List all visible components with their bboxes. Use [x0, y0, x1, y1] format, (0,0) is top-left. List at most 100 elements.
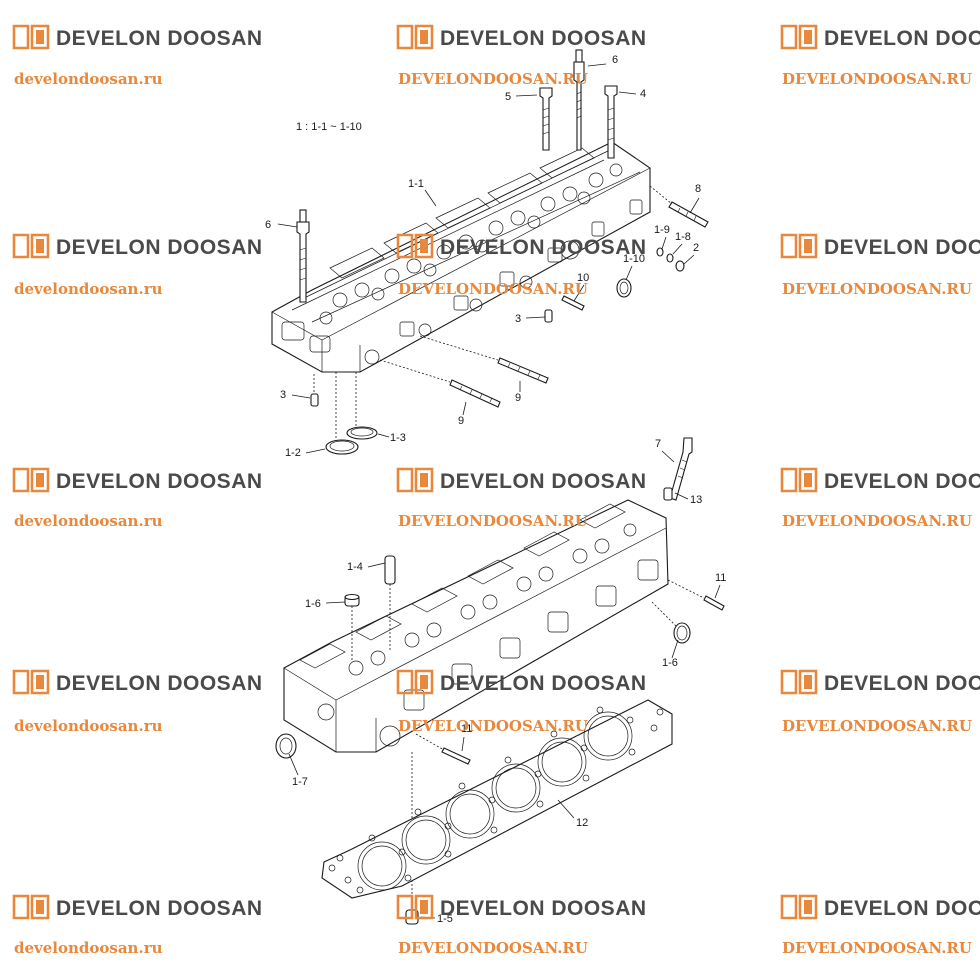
watermark-brand: DEVELON DOOSAN: [824, 27, 980, 50]
watermark-brand: DEVELON DOOSAN: [56, 672, 263, 695]
callout-leader: [674, 492, 689, 500]
watermark-brand: DEVELON DOOSAN: [56, 897, 263, 920]
callout-leader: [462, 401, 467, 416]
callout-leader: [461, 736, 465, 752]
watermark-tile: DEVELON DOOSAN develondoosan.ru: [12, 669, 263, 735]
callout-label: 9: [515, 392, 521, 404]
callout-label: 1-6: [305, 598, 321, 610]
callout-leader: [672, 243, 683, 255]
watermark-tile: DEVELON DOOSAN DEVELONDOOSAN.RU: [780, 24, 980, 88]
head-gasket: [321, 699, 673, 899]
callout-label: 1-10: [623, 253, 645, 265]
callout-leader: [515, 94, 538, 97]
develon-logo-icon: [12, 894, 50, 920]
callout-label: 1-6: [662, 657, 678, 669]
watermark-tile: DEVELON DOOSAN DEVELONDOOSAN.RU: [396, 467, 647, 530]
watermark-tile: DEVELON DOOSAN develondoosan.ru: [12, 894, 263, 957]
develon-logo-icon: [396, 24, 434, 50]
watermark-brand: DEVELON DOOSAN: [440, 897, 647, 920]
callout-leader: [661, 450, 675, 463]
watermark-url: DEVELONDOOSAN.RU: [398, 70, 588, 88]
watermark-brand: DEVELON DOOSAN: [440, 470, 647, 493]
callout-leader: [377, 433, 390, 438]
watermark-url: DEVELONDOOSAN.RU: [782, 512, 972, 530]
watermark-url: DEVELONDOOSAN.RU: [398, 512, 588, 530]
watermark-brand: DEVELON DOOSAN: [440, 236, 647, 259]
watermark-tile: DEVELON DOOSAN DEVELONDOOSAN.RU: [396, 24, 647, 88]
watermark-url: DEVELONDOOSAN.RU: [782, 939, 972, 957]
develon-logo-icon: [396, 233, 434, 259]
watermark-url: DEVELONDOOSAN.RU: [398, 280, 588, 298]
develon-logo-icon: [780, 894, 818, 920]
callout-leader: [525, 316, 546, 319]
watermark-brand: DEVELON DOOSAN: [56, 470, 263, 493]
callout-label: 1-8: [675, 231, 691, 243]
callout-label: 1-4: [347, 561, 363, 573]
callout-leader: [689, 197, 700, 214]
callout-label: 13: [690, 494, 702, 506]
watermark-brand: DEVELON DOOSAN: [56, 27, 263, 50]
watermark-url: DEVELONDOOSAN.RU: [782, 717, 972, 735]
callout-leader: [305, 448, 326, 454]
callout-leader: [557, 799, 575, 819]
upper-cylinder-head: 1 : 1-1 ~ 1-10: [271, 49, 709, 455]
callout-leader: [573, 284, 585, 302]
callout-label: 4: [640, 88, 646, 100]
develon-logo-icon: [12, 24, 50, 50]
develon-logo-icon: [396, 669, 434, 695]
develon-logo-icon: [780, 24, 818, 50]
watermark-url: develondoosan.ru: [14, 939, 163, 957]
callout-label: 11: [461, 723, 472, 735]
callout-leader: [661, 236, 667, 250]
watermark-url: DEVELONDOOSAN.RU: [782, 70, 972, 88]
watermark-url: develondoosan.ru: [14, 717, 163, 735]
watermark-tile: DEVELON DOOSAN DEVELONDOOSAN.RU: [396, 233, 647, 298]
develon-logo-icon: [396, 467, 434, 493]
callout-label: 8: [695, 183, 701, 195]
callout-leader: [367, 562, 386, 568]
watermark-url: develondoosan.ru: [14, 280, 163, 298]
watermark-url: DEVELONDOOSAN.RU: [398, 717, 588, 735]
callout-leader: [671, 639, 679, 659]
callout-label: 1-9: [654, 224, 670, 236]
callout-leader: [618, 91, 637, 95]
watermark-brand: DEVELON DOOSAN: [440, 27, 647, 50]
develon-logo-icon: [780, 669, 818, 695]
develon-logo-icon: [396, 894, 434, 920]
callout-label: 1-2: [285, 447, 301, 459]
watermark-tile: DEVELON DOOSAN DEVELONDOOSAN.RU: [780, 894, 980, 957]
callout-label: 9: [458, 415, 464, 427]
watermark-url: develondoosan.ru: [14, 70, 163, 88]
callout-leader: [277, 223, 298, 228]
callout-label: 6: [612, 54, 618, 66]
develon-logo-icon: [12, 669, 50, 695]
develon-logo-icon: [12, 467, 50, 493]
watermark-tile: DEVELON DOOSAN develondoosan.ru: [12, 24, 263, 88]
callout-leader: [625, 265, 633, 281]
callout-leader: [288, 753, 299, 776]
callout-leader: [714, 584, 721, 599]
callout-leader: [325, 601, 346, 604]
watermark-tile: DEVELON DOOSAN DEVELONDOOSAN.RU: [780, 467, 980, 530]
callout-leader: [291, 394, 311, 399]
callout-label: 7: [655, 438, 661, 450]
callout-leader: [683, 254, 695, 265]
callout-label: 2: [693, 242, 699, 254]
callout-label: 1-7: [292, 776, 308, 788]
watermark-brand: DEVELON DOOSAN: [824, 470, 980, 493]
develon-logo-icon: [780, 233, 818, 259]
watermark-url: DEVELONDOOSAN.RU: [398, 939, 588, 957]
watermark-url: develondoosan.ru: [14, 512, 163, 530]
callout-label: 1-3: [390, 432, 406, 444]
callout-label: 6: [265, 219, 271, 231]
develon-logo-icon: [780, 467, 818, 493]
watermark-brand: DEVELON DOOSAN: [440, 672, 647, 695]
watermark-brand: DEVELON DOOSAN: [824, 897, 980, 920]
callout-label: 10: [577, 272, 589, 284]
callout-leader: [424, 189, 437, 207]
